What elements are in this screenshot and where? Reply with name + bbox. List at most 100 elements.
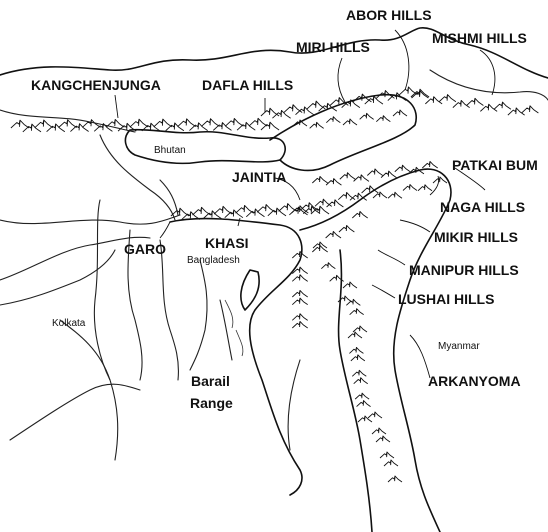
mountain-peak-119	[337, 295, 353, 303]
mountain-peak-66	[291, 205, 309, 214]
mountain-peak-40	[466, 97, 484, 106]
label-bhutan: Bhutan	[154, 145, 186, 156]
mountain-peak-27	[318, 102, 338, 112]
arrow-miri	[337, 57, 346, 103]
mountain-peak-98	[342, 281, 358, 289]
mountain-peak-104	[350, 354, 366, 362]
mountain-peak-41	[480, 103, 498, 112]
mountain-peak-112	[375, 435, 391, 443]
river-14	[429, 69, 548, 101]
label-naga-hills: NAGA HILLS	[440, 199, 526, 215]
tripura-border	[240, 269, 260, 311]
mountain-peak-53	[181, 211, 201, 220]
mountain-peak-2	[34, 119, 54, 129]
mountain-peak-75	[339, 172, 356, 180]
mountain-peak-79	[394, 164, 411, 173]
mountain-peak-55	[202, 210, 222, 219]
mountain-peak-6	[82, 119, 101, 128]
arrow-mishmi	[479, 49, 496, 96]
label-abor-hills: ABOR HILLS	[346, 7, 432, 23]
label-mikir-hills: MIKIR HILLS	[434, 229, 518, 245]
river-12	[99, 134, 176, 221]
mountain-peak-15	[189, 122, 208, 131]
mountain-peak-49	[359, 112, 374, 120]
arrow-garo	[159, 221, 171, 239]
mountain-peak-102	[347, 331, 363, 339]
mountain-peak-13	[165, 122, 185, 132]
mountain-peak-94	[291, 289, 308, 298]
mountain-peak-83	[387, 191, 403, 199]
mountain-peak-64	[299, 202, 319, 211]
mountain-peak-11	[141, 122, 161, 132]
label-range: Range	[190, 395, 233, 411]
mountain-peak-32	[375, 90, 395, 99]
assam-valley-border	[269, 93, 417, 172]
mountain-peak-115	[387, 475, 403, 483]
mountain-peak-65	[310, 205, 330, 215]
river-13	[159, 179, 179, 216]
mountain-peak-87	[351, 210, 368, 219]
label-myanmar: Myanmar	[438, 341, 480, 352]
mountain-peak-106	[353, 377, 368, 385]
label-khasi: KHASI	[205, 235, 249, 251]
mountain-peak-44	[521, 105, 539, 114]
mountain-peak-56	[213, 205, 233, 215]
mountain-peak-28	[329, 97, 349, 106]
mountain-peak-77	[366, 168, 383, 176]
northern-border	[0, 27, 548, 79]
mountain-peak-50	[376, 115, 391, 123]
mountain-peak-78	[380, 170, 397, 178]
mountain-peak-81	[421, 160, 438, 169]
mountain-peak-86	[432, 176, 448, 184]
mountain-peak-88	[338, 224, 355, 233]
mountain-peak-1	[22, 123, 42, 133]
mountain-peak-57	[224, 209, 244, 219]
mountain-peak-67	[302, 206, 321, 215]
mountain-peak-68	[314, 198, 332, 207]
label-mishmi-hills: MISHMI HILLS	[432, 30, 527, 46]
mountain-peak-47	[326, 116, 341, 124]
mountain-peak-21	[260, 121, 280, 131]
mountain-peak-52	[170, 207, 190, 217]
mountain-peak-80	[408, 166, 425, 175]
label-miri-hills: MIRI HILLS	[296, 39, 370, 55]
mountain-peak-8	[105, 118, 125, 128]
mountain-peak-105	[351, 369, 367, 377]
mountain-peak-38	[438, 94, 457, 103]
mountain-peak-22	[260, 107, 280, 117]
river-6	[159, 239, 179, 381]
mountain-peak-37	[425, 96, 443, 105]
mountain-peak-46	[309, 121, 324, 129]
label-dafla-hills: DAFLA HILLS	[202, 77, 294, 93]
mountain-peak-0	[10, 119, 30, 129]
mountain-peak-24	[283, 104, 303, 113]
mountain-peak-108	[356, 400, 371, 407]
mountain-peak-101	[352, 325, 368, 333]
mountain-peak-118	[329, 274, 344, 282]
arrow-kangchenjunga	[114, 94, 119, 119]
bangladesh-border	[169, 217, 303, 496]
label-lushai-hills: LUSHAI HILLS	[398, 291, 495, 307]
mountain-peak-26	[306, 100, 326, 110]
mountain-peak-100	[349, 308, 364, 316]
small-loops	[224, 299, 244, 357]
mountain-peak-29	[341, 99, 361, 108]
arrow-manipur	[377, 249, 406, 266]
mountain-peak-51	[392, 109, 408, 117]
mountain-peak-39	[452, 99, 470, 108]
mountain-peak-74	[325, 178, 342, 186]
mountain-peak-23	[272, 109, 291, 119]
mountain-peak-61	[267, 207, 287, 217]
label-arkanyoma: ARKANYOMA	[428, 373, 521, 389]
mountain-peak-45	[292, 119, 308, 127]
mountain-peak-3	[46, 123, 66, 133]
mountain-peak-36	[411, 90, 429, 99]
eastern-border	[299, 168, 452, 532]
label-kolkata: Kolkata	[52, 318, 86, 329]
mountain-peak-20	[248, 117, 268, 127]
mountain-peak-76	[353, 174, 370, 182]
river-4	[93, 199, 111, 381]
mountain-peak-93	[291, 274, 308, 282]
mountain-peak-10	[129, 118, 149, 128]
